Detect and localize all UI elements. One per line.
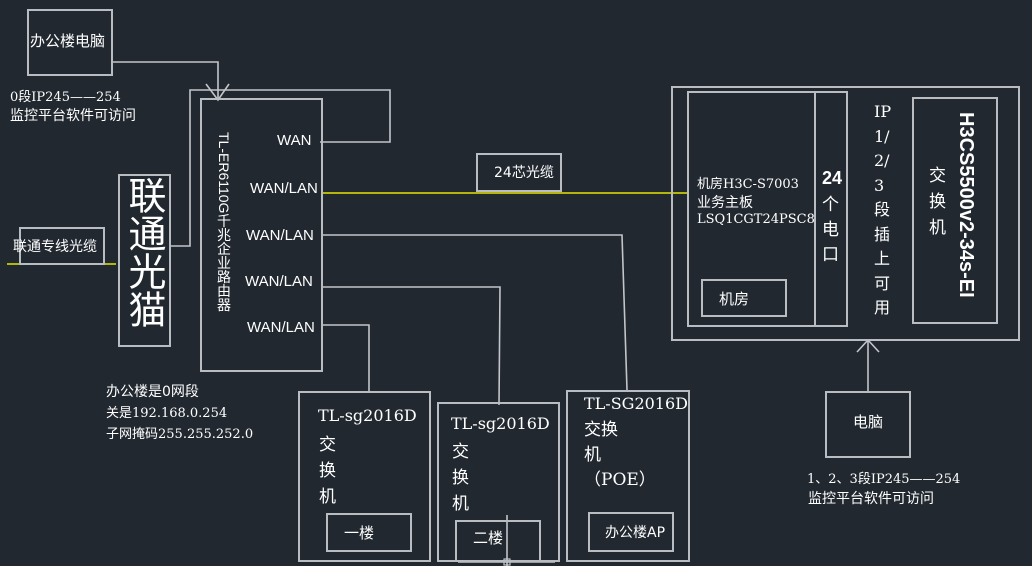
monitor-pc-label: 电脑 — [853, 413, 884, 431]
ip-note-char: 段 — [874, 200, 891, 219]
monitor-pc-access-note: 监控平台软件可访问 — [808, 491, 934, 507]
switch-floor2-type: 交 换 机 — [452, 439, 469, 517]
unicom-cable-box[interactable] — [19, 227, 105, 265]
h3c-switch-model: H3CS5500v2-34s-EI — [955, 112, 977, 298]
port4-to-floor2-switch-link — [322, 286, 501, 406]
h3c-switch-box[interactable] — [912, 97, 998, 324]
monitor-pc-ip-note: 1、2、3段IP245——254 — [807, 472, 961, 487]
switch-floor2-location: 二楼 — [473, 529, 504, 547]
router-box[interactable] — [200, 98, 323, 372]
router-port-wanlan-2[interactable]: WAN/LAN — [246, 227, 314, 244]
ports-char: 个 — [822, 195, 839, 215]
office-pc-link — [112, 61, 219, 100]
router-port-wanlan-3[interactable]: WAN/LAN — [245, 273, 313, 290]
unicom-cable-label: 联通专线光缆 — [13, 239, 97, 255]
server-room-label-box[interactable] — [701, 279, 787, 317]
ip-note-char: 2/ — [874, 151, 890, 170]
ip-note-char: 插 — [874, 224, 891, 244]
switch-floor1-box[interactable] — [298, 391, 431, 562]
ip-note-char: 1/ — [874, 126, 890, 146]
ip-note-char: 用 — [874, 298, 891, 317]
fiber-cable-box[interactable] — [476, 153, 562, 192]
office-pc-label: 办公楼电脑 — [30, 32, 106, 50]
router-port-wanlan-4[interactable]: WAN/LAN — [247, 319, 315, 336]
ports-strip-box[interactable] — [814, 91, 848, 327]
switch-poe-type: 交换 机 （POE） — [584, 418, 656, 493]
type-line: （POE） — [584, 470, 656, 490]
switch-poe-model: TL-SG2016D — [584, 394, 688, 413]
wan-to-modem-link — [171, 89, 391, 247]
type-char: 交 — [929, 166, 946, 186]
h3c-switch-type: 交 换 机 — [929, 163, 946, 241]
router-port-wanlan-1[interactable]: WAN/LAN — [250, 180, 318, 197]
switch-floor2-model: TL-sg2016D — [451, 414, 550, 433]
monitor-pc-box[interactable] — [825, 391, 911, 458]
type-char: 换 — [452, 468, 469, 488]
office-pc-box[interactable] — [27, 9, 113, 76]
switch-floor1-location-box[interactable] — [326, 513, 412, 552]
fiber-cable-label: 24芯光缆 — [494, 165, 554, 181]
cursor-pickbox — [503, 558, 511, 566]
ip-note-char: 可 — [874, 273, 891, 293]
ports-char: 口 — [822, 245, 839, 265]
ports-number: 24 — [822, 168, 843, 188]
switch-floor1-model: TL-sg2016D — [318, 406, 417, 425]
port5-to-floor1-switch-link — [322, 324, 370, 391]
optical-modem-label: 联通光猫 — [122, 176, 166, 328]
ip-note-char: 上 — [874, 249, 891, 268]
type-char: 机 — [929, 218, 946, 238]
server-room-outer-box[interactable] — [671, 86, 1020, 341]
type-char: 机 — [452, 494, 469, 514]
segment-note-subnet: 子网掩码255.255.252.0 — [106, 427, 254, 442]
switch-poe-location: 办公楼AP — [605, 525, 666, 541]
ip-segment-note: IP 1/ 2/ 3 段 插 上 可 用 — [874, 100, 891, 321]
port3-to-poe-switch-link — [322, 234, 628, 391]
segment-note-line1: 办公楼是0网段 — [106, 384, 199, 400]
ports-chars: 个 电 口 — [822, 193, 839, 268]
switch-poe-box[interactable] — [566, 390, 690, 562]
router-port-wan[interactable]: WAN — [277, 132, 312, 149]
switch-floor1-location: 一楼 — [344, 524, 375, 542]
type-char: 交 — [452, 442, 469, 462]
type-char: 交 — [319, 435, 336, 455]
type-char: 换 — [319, 461, 336, 481]
ip-note-char: 3 — [874, 175, 885, 195]
server-room-label: 机房 — [719, 290, 750, 308]
router-model-label: TL-ER6110G千兆企业路由器 — [216, 132, 232, 312]
type-char: 机 — [319, 487, 336, 507]
type-line: 机 — [584, 445, 601, 465]
ports-char: 电 — [822, 220, 839, 240]
optical-modem-box[interactable] — [118, 174, 171, 347]
segment-note-gateway: 关是192.168.0.254 — [106, 406, 228, 421]
ip-note-char: IP — [874, 102, 892, 121]
office-pc-ip-note: 0段IP245——254 — [10, 90, 121, 105]
office-pc-access-note: 监控平台软件可访问 — [10, 108, 136, 124]
switch-floor1-type: 交 换 机 — [319, 432, 336, 510]
type-char: 换 — [929, 192, 946, 212]
board-role: 业务主板 — [697, 195, 753, 211]
type-line: 交换 — [584, 420, 618, 440]
switch-floor2-location-box[interactable] — [455, 520, 541, 562]
board-part-number: LSQ1CGT24PSC8 — [697, 212, 815, 227]
board-model: 机房H3C-S7003 — [697, 177, 799, 192]
switch-poe-location-box[interactable] — [588, 512, 674, 552]
